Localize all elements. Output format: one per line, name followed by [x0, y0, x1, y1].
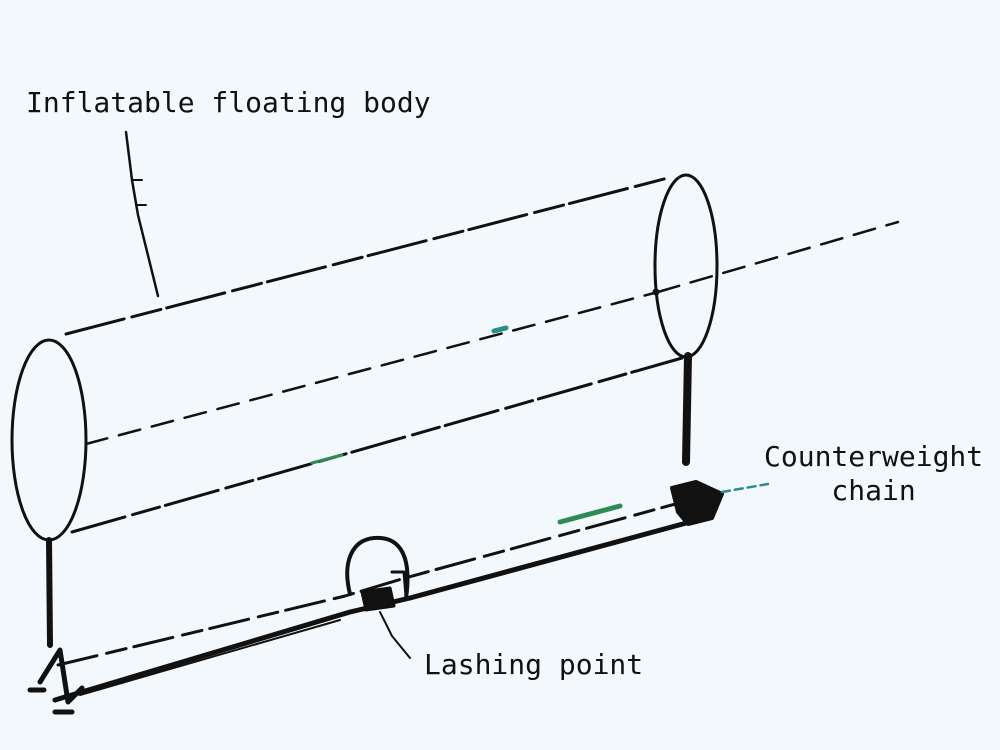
left-chain-end — [27, 647, 85, 715]
right-hanger — [682, 352, 692, 466]
floating-body-leader — [124, 130, 160, 298]
chain-back-line — [56, 498, 692, 667]
accent-mark — [310, 453, 344, 465]
accent-mark — [491, 325, 509, 334]
body-right-end — [653, 173, 719, 359]
chain-tail — [720, 482, 770, 494]
lashing-loop — [345, 535, 410, 600]
right-chain-end — [670, 480, 724, 526]
lashing-knot — [360, 586, 396, 612]
body-bottom-edge — [70, 356, 684, 534]
body-center-axis — [84, 290, 660, 446]
accent-mark — [557, 503, 623, 525]
chain-front-segment — [79, 619, 341, 696]
floating-body-leader-tick — [131, 179, 147, 206]
left-hanger — [46, 537, 53, 648]
lashing-point-leader — [379, 611, 411, 659]
counterweight-chain — [27, 480, 770, 715]
label-inflatable-floating-body: Inflatable floating body — [26, 86, 431, 119]
axis-extension — [656, 220, 900, 294]
hangers — [46, 352, 692, 648]
lashing-stub — [390, 570, 408, 598]
lashing-point — [345, 535, 410, 612]
body-left-end — [10, 338, 88, 542]
body-top-edge — [64, 176, 670, 336]
leader-lines — [124, 130, 411, 659]
axis-point — [652, 288, 660, 296]
label-counterweight-line2: chain — [831, 473, 916, 507]
label-lashing-point: Lashing point — [424, 648, 644, 681]
label-counterweight-chain: Counterweight chain — [764, 440, 983, 507]
label-counterweight-line1: Counterweight — [764, 440, 984, 473]
